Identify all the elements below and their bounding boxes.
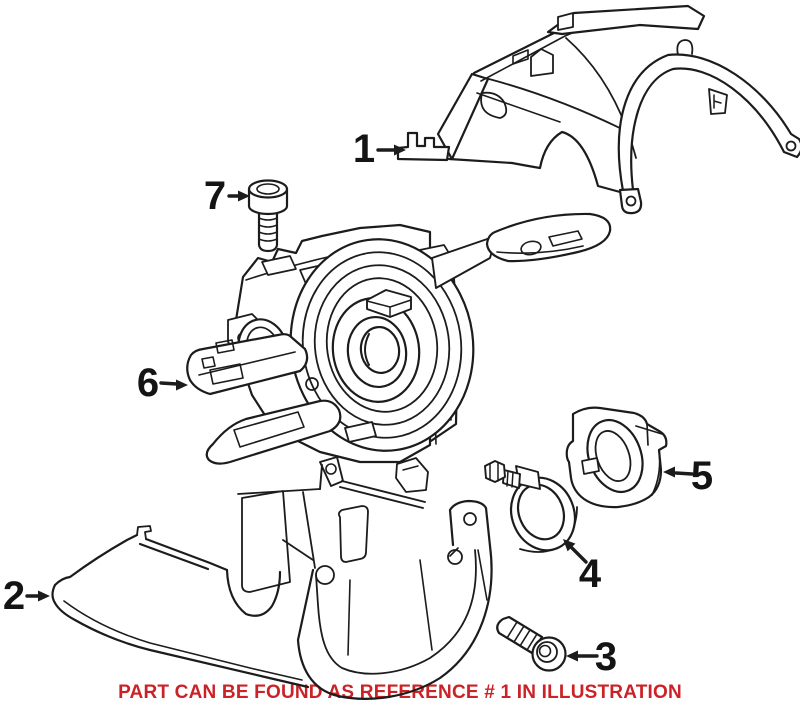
callout-6-label: 6 xyxy=(136,361,160,405)
part-6-switch-assembly-drawing xyxy=(186,212,612,493)
part-2-lower-column-cover-drawing xyxy=(51,456,493,700)
callout-2-label: 2 xyxy=(2,574,26,618)
part-1-upper-column-cover-drawing xyxy=(396,4,800,215)
callout-4-label: 4 xyxy=(578,552,602,596)
part-4-clamp-drawing xyxy=(484,460,578,553)
callout-5-arrow xyxy=(663,466,694,478)
callout-7-label: 7 xyxy=(203,174,227,218)
part-5-sensor-drawing xyxy=(565,406,668,509)
callout-3-arrow xyxy=(566,650,599,662)
callout-2-arrow xyxy=(25,590,50,602)
callout-5-label: 5 xyxy=(690,454,714,498)
callout-1-arrow xyxy=(376,144,406,156)
part-3-bolt-drawing xyxy=(496,615,567,672)
callout-1-label: 1 xyxy=(352,127,376,171)
callout-3-label: 3 xyxy=(594,635,618,679)
callout-7-arrow xyxy=(227,190,250,202)
callout-arrows xyxy=(25,144,694,662)
reference-note: PART CAN BE FOUND AS REFERENCE # 1 IN IL… xyxy=(118,682,682,703)
callout-4-arrow xyxy=(563,539,588,564)
callout-6-arrow xyxy=(159,379,188,391)
part-7-screw-drawing xyxy=(247,179,289,253)
